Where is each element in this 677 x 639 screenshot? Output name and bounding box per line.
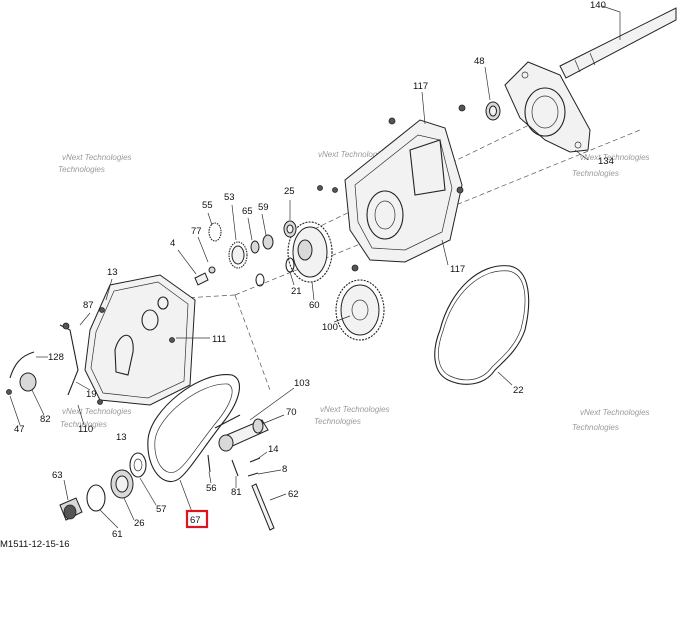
watermark: Technologies — [58, 165, 105, 174]
part-cover-111 — [84, 274, 196, 406]
part-gear-53 — [228, 241, 248, 269]
callout-label: 62 — [288, 489, 299, 500]
callout-label: 56 — [206, 483, 217, 494]
part-bolt-56 — [207, 454, 211, 473]
part-washer-65 — [250, 240, 260, 254]
highlight-box[interactable] — [185, 509, 209, 529]
callout-label: 117 — [450, 264, 465, 275]
watermark: Technologies — [314, 417, 361, 426]
callout-label: 117 — [413, 81, 428, 92]
watermark: vNext Technologies — [62, 407, 132, 416]
part-bracket-134 — [504, 61, 591, 153]
watermark: vNext Technologies — [580, 408, 650, 417]
part-housing-117 — [317, 104, 466, 272]
drawing-reference-code: M1511-12-15-16 — [0, 539, 70, 550]
callout-label: 82 — [40, 414, 51, 425]
part-tensioner-70 — [218, 418, 269, 452]
callout-label: 48 — [474, 56, 485, 67]
callout-label: 25 — [284, 186, 295, 197]
watermark: Technologies — [60, 420, 107, 429]
callout-label: 77 — [191, 226, 202, 237]
callout-label: 19 — [86, 389, 97, 400]
highlighted-callout-67[interactable]: 67 — [185, 509, 209, 529]
callout-label: 4 — [170, 238, 175, 249]
part-chain-67 — [147, 374, 241, 483]
part-circlip-61 — [86, 484, 106, 512]
callout-labels: 140 48 117 134 117 53 55 65 59 25 77 4 1… — [14, 0, 614, 540]
part-washer-77 — [208, 266, 216, 274]
callout-label: 60 — [309, 300, 320, 311]
callout-label: 13 — [116, 432, 127, 443]
part-gasket-22 — [434, 265, 530, 385]
callout-label: 61 — [112, 529, 123, 540]
part-gear-100 — [335, 279, 385, 341]
part-sprocket-57 — [129, 452, 147, 478]
part-gear-60 — [287, 221, 333, 283]
part-circlip — [255, 273, 265, 287]
part-bolt-4 — [194, 272, 209, 286]
watermark: vNext Technologies — [580, 153, 650, 162]
part-rod-62 — [251, 483, 275, 531]
part-guide-103 — [214, 414, 241, 429]
callout-label: 81 — [231, 487, 242, 498]
callout-label-highlighted: 67 — [190, 515, 201, 526]
part-bushing-63 — [59, 497, 83, 521]
callout-label: 63 — [52, 470, 63, 481]
watermark: Technologies — [572, 423, 619, 432]
part-bearing-59 — [262, 234, 274, 250]
callout-label: 47 — [14, 424, 25, 435]
part-fitting-87 — [62, 322, 70, 330]
callout-label: 14 — [268, 444, 279, 455]
part-pin-81 — [231, 459, 239, 477]
part-cap-82 — [19, 372, 37, 392]
leader-lines — [9, 5, 621, 529]
watermark: vNext Technologies — [320, 405, 390, 414]
part-screw-47 — [6, 389, 12, 395]
callout-label: 87 — [83, 300, 94, 311]
part-hose-128 — [9, 351, 35, 379]
part-shaft-140 — [559, 7, 677, 79]
part-bearing-25 — [283, 220, 297, 238]
watermark: vNext Technologies — [62, 153, 132, 162]
callout-label: 55 — [202, 200, 213, 211]
callout-label: 65 — [242, 206, 253, 217]
part-gear-55 — [208, 222, 222, 242]
callout-label: 140 — [590, 0, 606, 11]
callout-label: 103 — [294, 378, 310, 389]
callout-label: 53 — [224, 192, 235, 203]
callout-label: 26 — [134, 518, 145, 529]
part-pin-8 — [247, 472, 259, 477]
callout-label: 128 — [48, 352, 64, 363]
callout-label: 59 — [258, 202, 269, 213]
callout-label: 13 — [107, 267, 118, 278]
callout-label: 134 — [598, 156, 614, 167]
callout-label: 70 — [286, 407, 297, 418]
watermark: vNext Technologies — [318, 150, 388, 159]
part-seal-48 — [485, 101, 501, 121]
callout-label: 22 — [513, 385, 524, 396]
callout-label: 21 — [291, 286, 302, 297]
callout-label: 100 — [322, 322, 338, 333]
callout-label: 8 — [282, 464, 287, 475]
watermark: Technologies — [572, 169, 619, 178]
part-bearing-26 — [110, 469, 134, 499]
callout-label: 111 — [212, 334, 226, 345]
callout-label: 110 — [78, 424, 93, 435]
watermark-group: vNext Technologies Technologies vNext Te… — [58, 150, 650, 432]
callout-label: 57 — [156, 504, 167, 515]
